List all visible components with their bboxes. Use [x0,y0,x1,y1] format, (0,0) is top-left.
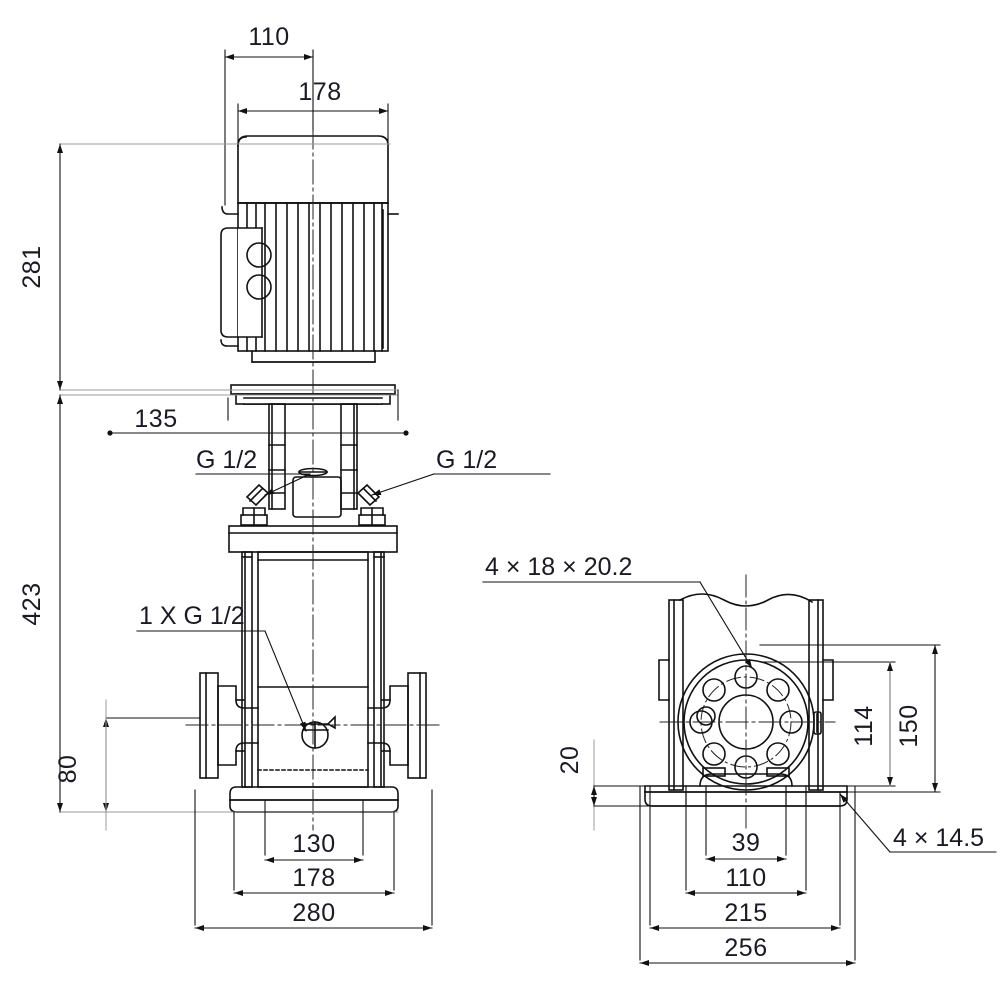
dim-256 [639,785,856,966]
dim-215 [649,785,841,931]
dim-178-motor [237,103,389,161]
dim-110-top [224,49,314,206]
label-slot-callout: 4 × 18 × 20.2 [485,553,632,581]
dim-label-423: 423 [18,582,46,625]
dim-label-178-motor: 178 [298,78,341,106]
vent-fitting-right [341,483,386,526]
dim-label-215: 215 [724,899,767,927]
motor-lower-shoulder [220,206,399,363]
dim-label-280: 280 [292,899,335,927]
side-dimension-lines [591,644,941,966]
dim-135 [107,389,409,436]
break-line [678,593,814,607]
dim-114 [759,661,896,787]
coupling-housing [292,467,342,518]
dim-130 [264,799,364,863]
dim-150 [759,644,941,793]
motor-terminal-box [220,227,272,338]
label-g12-right: G 1/2 [436,446,497,474]
dim-39 [705,791,787,862]
side-body-lug [813,711,822,735]
dim-label-80: 80 [54,755,82,784]
dim-label-20: 20 [556,746,584,775]
dim-280 [194,789,433,931]
label-g12-left: G 1/2 [196,446,257,474]
dim-label-39: 39 [732,829,761,857]
side-leader-lines [482,581,997,853]
leader-drain-g12 [136,630,307,732]
base-plate-front [229,786,399,813]
dim-281 [57,143,399,391]
label-hole-callout: 4 × 14.5 [893,824,984,852]
dim-80 [103,699,201,831]
vent-fitting-left [240,483,285,526]
front-dimension-lines [57,49,433,931]
leader-g12-left [195,473,311,496]
dim-20 [591,739,651,831]
leader-g12-right [371,473,551,496]
dim-label-114: 114 [850,705,878,746]
leader-hole-callout [839,793,997,853]
dim-label-281: 281 [18,245,46,288]
front-leader-lines [136,473,551,732]
centrelines-side [659,574,836,831]
dim-178-base [233,811,395,896]
dim-label-110-top: 110 [248,23,289,51]
front-view-geometry [185,124,441,831]
dim-110-side [685,791,807,896]
dim-label-135: 135 [134,405,177,433]
dim-label-178-base: 178 [292,864,335,892]
dim-label-256: 256 [724,934,767,962]
dim-label-110-side: 110 [725,864,766,892]
drain-plug [301,715,336,749]
dim-label-150: 150 [895,704,923,747]
dim-label-130: 130 [292,830,335,858]
label-drain-g12: 1 X G 1/2 [139,602,245,630]
leader-slot-callout [482,581,753,669]
